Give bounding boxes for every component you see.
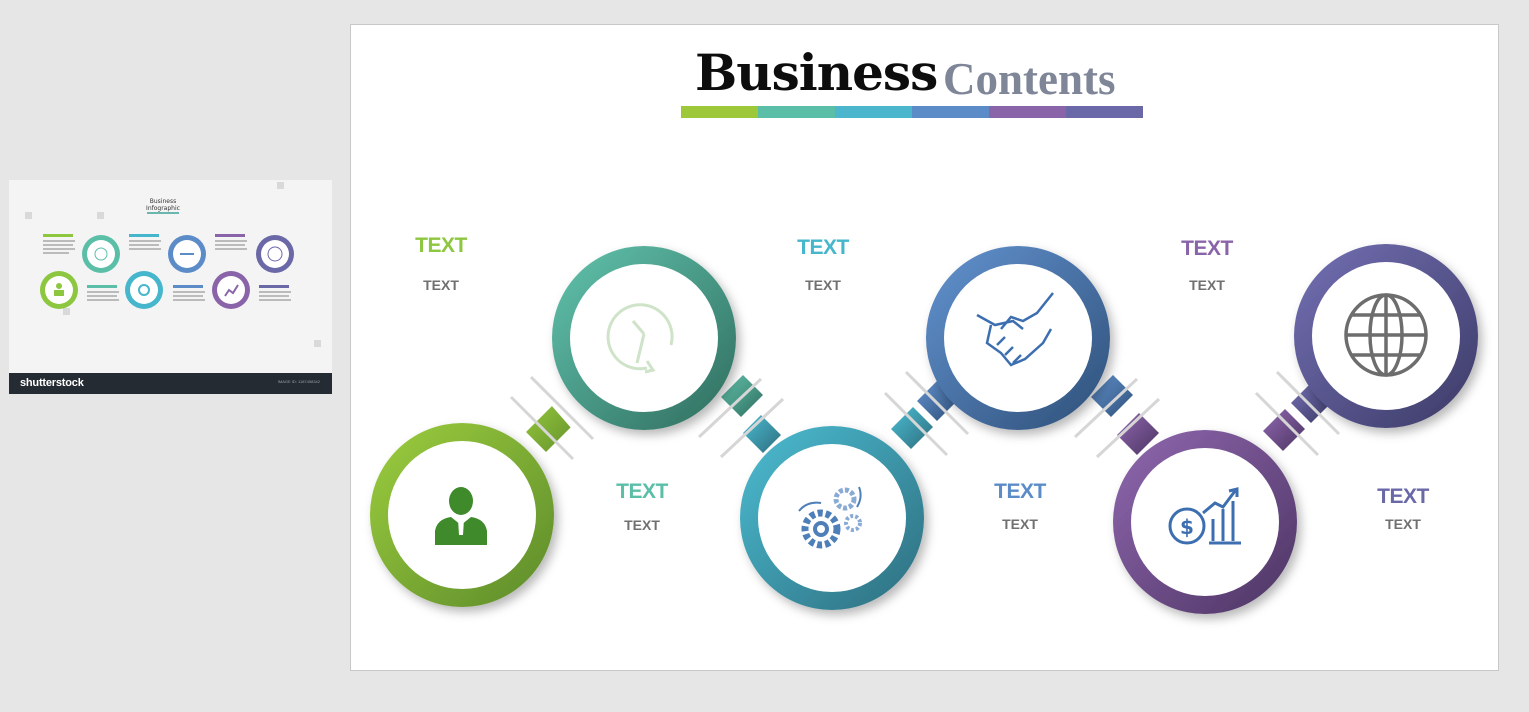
title-bar-segment	[758, 106, 835, 118]
slide-title: Business	[695, 43, 938, 102]
dollar-chart-icon: $	[1168, 487, 1241, 545]
reference-thumbnail[interactable]: Business Infographic shutterstock IMAGE …	[9, 180, 332, 394]
step-4-subtext: TEXT	[1002, 516, 1038, 532]
step-2-subtext: TEXT	[624, 517, 660, 533]
connector-2-3	[697, 375, 785, 459]
thumb-title-2: Infographic	[146, 205, 180, 212]
step-6-heading: TEXT	[1377, 485, 1429, 508]
step-5-subtext: TEXT	[1189, 277, 1225, 293]
thumb-title-1: Business	[150, 198, 176, 205]
step-3-heading: TEXT	[797, 236, 849, 259]
thumbnail-credit: IMAGE ID: 1187458342	[277, 379, 320, 384]
slide-canvas[interactable]: Business Contents	[350, 24, 1499, 671]
step-2-heading: TEXT	[616, 480, 668, 503]
title-bar-segment	[1066, 106, 1143, 118]
title-bar-segment	[681, 106, 758, 118]
step-3-circle[interactable]	[740, 426, 924, 610]
title-color-bar	[681, 106, 1143, 118]
gears-icon	[798, 486, 862, 549]
step-4-heading: TEXT	[994, 480, 1046, 503]
handshake-icon	[976, 292, 1054, 367]
step-6-subtext: TEXT	[1385, 516, 1421, 532]
thumbnail-footer-bar: shutterstock IMAGE ID: 1187458342	[9, 373, 332, 394]
title-bar-segment	[912, 106, 989, 118]
connector-4-5	[1073, 375, 1161, 459]
process-infographic: $	[370, 244, 1478, 614]
connector-1-2	[509, 375, 609, 461]
step-3-subtext: TEXT	[805, 277, 841, 293]
step-1-subtext: TEXT	[423, 277, 459, 293]
shutterstock-logo: shutterstock	[20, 377, 84, 389]
slide-subtitle: Contents	[943, 54, 1116, 104]
title-bar-segment	[835, 106, 912, 118]
thumbnail-infographic: Business Infographic	[25, 182, 321, 347]
globe-icon	[1344, 293, 1428, 377]
step-4-circle[interactable]	[926, 246, 1110, 430]
title-bar-segment	[989, 106, 1066, 118]
businessman-icon	[435, 487, 487, 545]
step-1-heading: TEXT	[415, 234, 467, 257]
step-1-circle[interactable]	[370, 423, 554, 607]
step-5-heading: TEXT	[1181, 237, 1233, 260]
svg-text:$: $	[1180, 515, 1194, 539]
clock-icon	[606, 303, 674, 374]
